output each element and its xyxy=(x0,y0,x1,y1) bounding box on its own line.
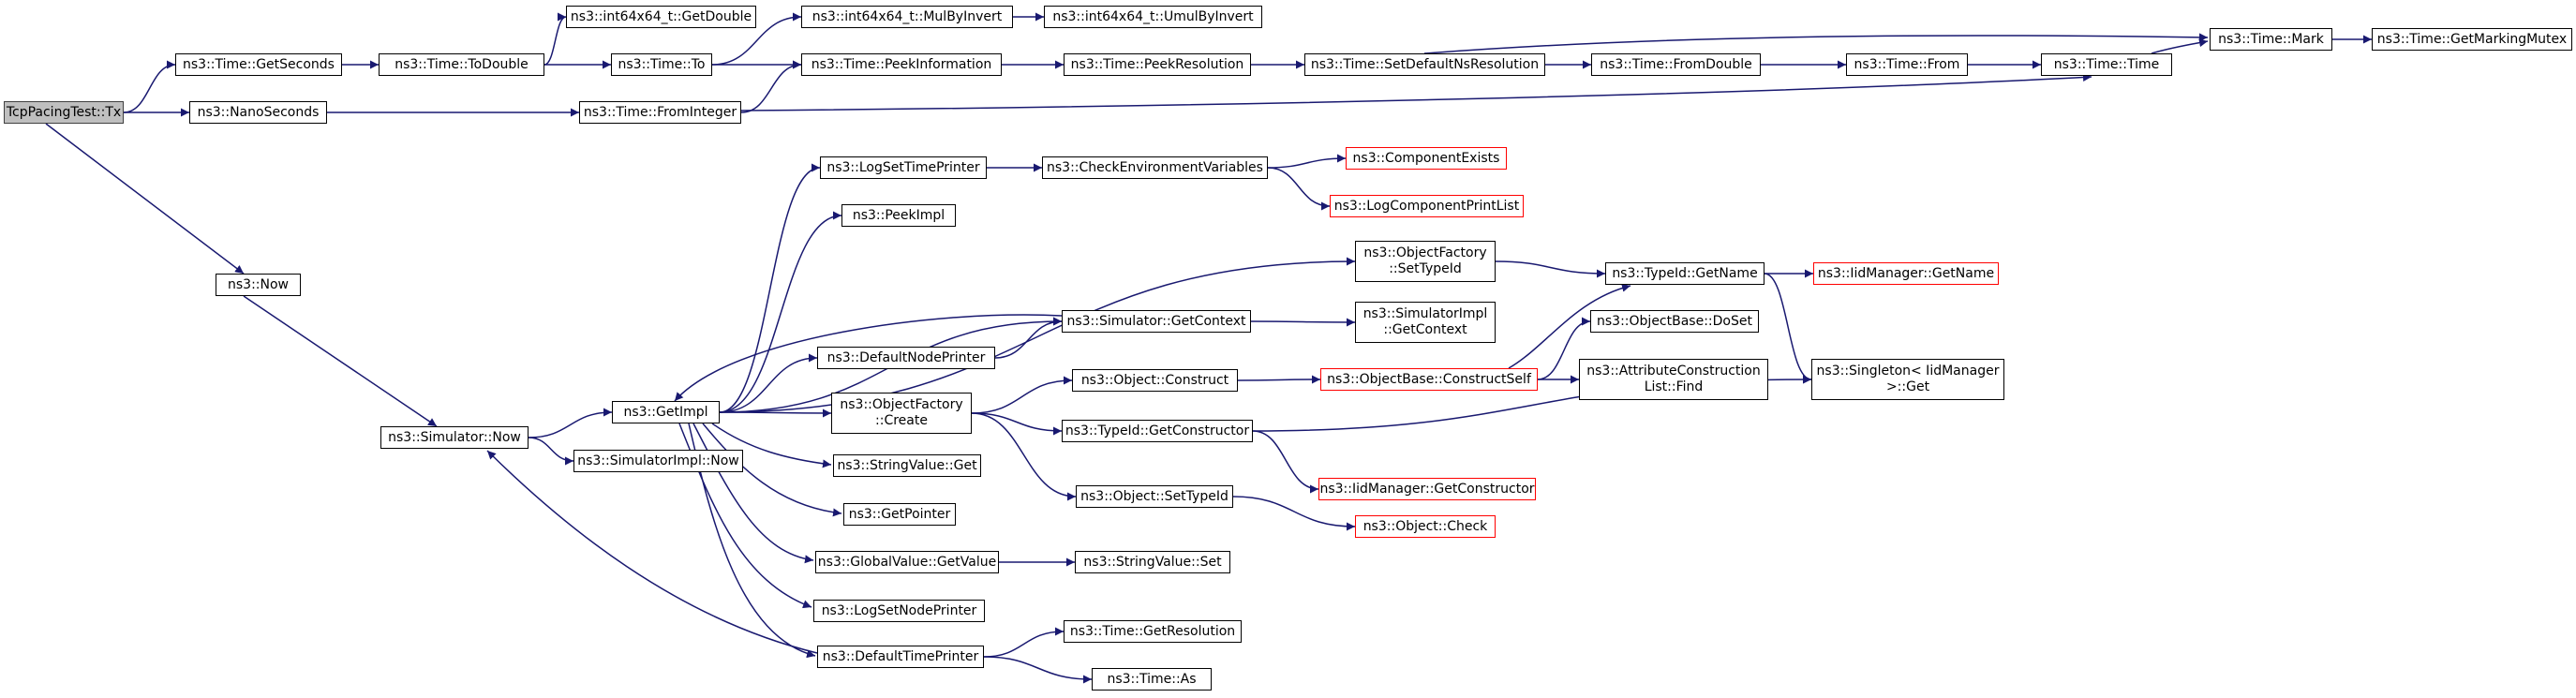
node-globalvaluegetvalue[interactable]: ns3::GlobalValue::GetValue xyxy=(815,551,999,573)
edge-defaulttimeprinter-to-timegetresolution xyxy=(983,627,1065,658)
edge-getimpl-to-defaultnodeprinter xyxy=(719,353,818,413)
node-umulbyinvert[interactable]: ns3::int64x64_t::UmulByInvert xyxy=(1044,6,1262,28)
node-peekresolution[interactable]: ns3::Time::PeekResolution xyxy=(1064,53,1251,76)
edge-now-to-simnow xyxy=(243,295,438,427)
edge-simnow-to-simimplnow xyxy=(528,437,574,466)
edge-objfactcreate-to-typeidgetconstructor xyxy=(971,412,1063,436)
edge-simgetcontext-to-getimpl xyxy=(674,314,1063,402)
node-mulbyinvert[interactable]: ns3::int64x64_t::MulByInvert xyxy=(801,6,1013,28)
edge-timetime-to-mark xyxy=(2151,38,2209,54)
edge-constructself-to-typeidgetname xyxy=(1508,283,1631,369)
edge-objectsettypeid-to-objectcheck xyxy=(1232,496,1356,531)
node-peekimpl[interactable]: ns3::PeekImpl xyxy=(841,204,956,227)
edge-todouble-to-getdouble xyxy=(543,12,567,66)
node-timegetresolution[interactable]: ns3::Time::GetResolution xyxy=(1064,620,1242,643)
edge-getimpl-to-logsettimeprinter xyxy=(719,163,821,413)
node-mark[interactable]: ns3::Time::Mark xyxy=(2210,28,2332,51)
node-simnow[interactable]: ns3::Simulator::Now xyxy=(380,426,529,449)
node-objfactsettypeid[interactable]: ns3::ObjectFactory ::SetTypeId xyxy=(1355,241,1496,282)
edge-constructself-to-objectbasedoset xyxy=(1537,317,1591,380)
node-objectconstruct[interactable]: ns3::Object::Construct xyxy=(1072,369,1238,392)
node-checkenv[interactable]: ns3::CheckEnvironmentVariables xyxy=(1042,156,1268,179)
edge-tx-to-now xyxy=(45,123,245,275)
edge-getimpl-to-stringvalueget xyxy=(711,423,832,468)
node-logcomponentprintlist[interactable]: ns3::LogComponentPrintList xyxy=(1330,195,1524,217)
edge-tx-to-getseconds xyxy=(123,60,176,113)
node-getseconds[interactable]: ns3::Time::GetSeconds xyxy=(175,53,342,76)
node-objfactcreate[interactable]: ns3::ObjectFactory ::Create xyxy=(831,393,972,434)
edge-typeidgetconstructor-to-iidmgrgetconstructor xyxy=(1252,430,1319,494)
edge-getimpl-to-getpointer xyxy=(702,423,842,517)
node-objectbasedoset[interactable]: ns3::ObjectBase::DoSet xyxy=(1590,310,1759,333)
node-logsettimeprinter[interactable]: ns3::LogSetTimePrinter xyxy=(820,156,987,179)
edge-defaulttimeprinter-to-timeas xyxy=(983,656,1093,684)
edge-objfactsettypeid-to-typeidgetname xyxy=(1495,260,1606,278)
edge-getimpl-to-objfactcreate xyxy=(719,408,832,418)
node-fromdouble[interactable]: ns3::Time::FromDouble xyxy=(1591,53,1761,76)
node-stringvalueset[interactable]: ns3::StringValue::Set xyxy=(1075,551,1230,573)
node-getmarkingmutex[interactable]: ns3::Time::GetMarkingMutex xyxy=(2372,28,2572,51)
edge-to-to-mulbyinvert xyxy=(711,12,802,66)
node-nanoseconds[interactable]: ns3::NanoSeconds xyxy=(189,101,327,124)
edge-simnow-to-getimpl xyxy=(528,408,613,438)
edge-objectconstruct-to-constructself xyxy=(1237,375,1321,384)
edge-objfactcreate-to-objectconstruct xyxy=(971,376,1073,414)
node-defaultnodeprinter[interactable]: ns3::DefaultNodePrinter xyxy=(817,347,995,369)
edge-checkenv-to-componentexists xyxy=(1267,154,1347,169)
node-iidmgrgetconstructor[interactable]: ns3::IidManager::GetConstructor xyxy=(1318,478,1536,500)
edge-checkenv-to-logcomponentprintlist xyxy=(1267,167,1331,211)
node-getimpl[interactable]: ns3::GetImpl xyxy=(612,401,720,423)
edge-defaulttimeprinter-to-simnow xyxy=(486,450,818,654)
node-iidmgrgetname[interactable]: ns3::IidManager::GetName xyxy=(1813,262,1999,285)
edge-setdefaultns-to-mark xyxy=(1423,33,2209,54)
node-frominteger[interactable]: ns3::Time::FromInteger xyxy=(579,101,741,124)
node-getpointer[interactable]: ns3::GetPointer xyxy=(843,503,956,526)
node-simimplnow[interactable]: ns3::SimulatorImpl::Now xyxy=(573,450,743,472)
node-typeidgetname[interactable]: ns3::TypeId::GetName xyxy=(1605,262,1764,285)
node-to[interactable]: ns3::Time::To xyxy=(611,53,712,76)
node-getdouble[interactable]: ns3::int64x64_t::GetDouble xyxy=(566,6,756,28)
edge-getimpl-to-peekimpl xyxy=(719,211,842,413)
edge-typeidgetname-to-singletonget xyxy=(1764,273,1812,384)
edge-frominteger-to-peekinformation xyxy=(740,60,802,113)
node-from[interactable]: ns3::Time::From xyxy=(1846,53,1968,76)
node-componentexists[interactable]: ns3::ComponentExists xyxy=(1346,147,1507,170)
node-timeas[interactable]: ns3::Time::As xyxy=(1092,668,1212,691)
edge-defaultnodeprinter-to-simgetcontext xyxy=(994,317,1063,359)
node-simgetcontext[interactable]: ns3::Simulator::GetContext xyxy=(1062,310,1251,333)
node-attrconstructfind[interactable]: ns3::AttributeConstruction List::Find xyxy=(1579,359,1768,400)
call-edges xyxy=(45,12,2372,684)
node-singletonget[interactable]: ns3::Singleton< IidManager >::Get xyxy=(1811,359,2004,400)
edge-frominteger-to-timetime xyxy=(740,72,2092,111)
node-setdefaultns[interactable]: ns3::Time::SetDefaultNsResolution xyxy=(1304,53,1545,76)
edge-getimpl-to-globalvaluegetvalue xyxy=(692,423,814,564)
node-now[interactable]: ns3::Now xyxy=(216,274,301,296)
node-timetime[interactable]: ns3::Time::Time xyxy=(2041,53,2172,76)
node-objectsettypeid[interactable]: ns3::Object::SetTypeId xyxy=(1076,485,1233,508)
edge-objfactcreate-to-objectsettypeid xyxy=(971,412,1077,501)
node-peekinformation[interactable]: ns3::Time::PeekInformation xyxy=(801,53,1002,76)
node-stringvalueget[interactable]: ns3::StringValue::Get xyxy=(833,454,981,477)
node-constructself[interactable]: ns3::ObjectBase::ConstructSelf xyxy=(1320,368,1538,391)
node-defaulttimeprinter[interactable]: ns3::DefaultTimePrinter xyxy=(817,646,984,668)
node-logsetnodeprinter[interactable]: ns3::LogSetNodePrinter xyxy=(813,600,985,622)
edge-getimpl-to-objfactsettypeid xyxy=(719,257,1356,413)
node-typeidgetconstructor[interactable]: ns3::TypeId::GetConstructor xyxy=(1062,420,1253,442)
node-simimplgetcontext[interactable]: ns3::SimulatorImpl ::GetContext xyxy=(1355,302,1496,343)
edge-simgetcontext-to-simimplgetcontext xyxy=(1250,318,1356,327)
node-todouble[interactable]: ns3::Time::ToDouble xyxy=(379,53,544,76)
node-tx[interactable]: TcpPacingTest::Tx xyxy=(4,101,124,124)
node-objectcheck[interactable]: ns3::Object::Check xyxy=(1355,515,1496,538)
